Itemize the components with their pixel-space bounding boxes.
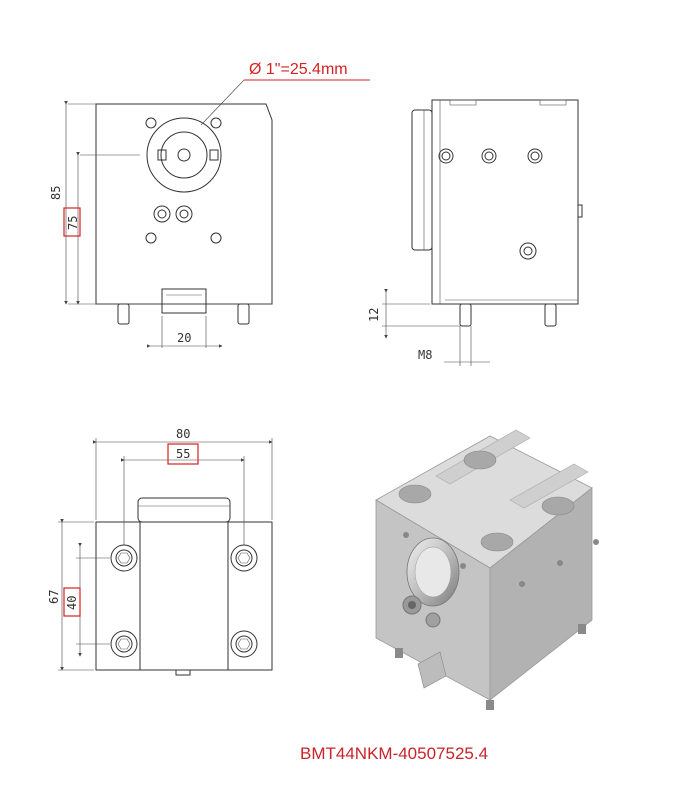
front-view: Ø 1"=25.4mm 85 75 20	[49, 61, 370, 348]
top-view: 80 55 67 40	[47, 427, 273, 676]
part-number: BMT44NKM-40507525.4	[300, 744, 489, 763]
dim-m8-label: M8	[418, 348, 432, 362]
front-coolant-port	[175, 205, 193, 223]
bore-callout-text: Ø 1"=25.4mm	[249, 61, 348, 78]
front-hole-tr	[210, 117, 222, 129]
top-screw-br	[230, 630, 258, 658]
top-screw-bl	[110, 630, 138, 658]
dim-12-label: 12	[367, 308, 381, 322]
dim-55-label: 55	[176, 447, 190, 461]
dim-40-label: 40	[65, 596, 79, 610]
top-screw-tl	[110, 544, 138, 572]
dim-85-label: 85	[49, 186, 63, 200]
front-body-outline	[95, 103, 273, 305]
dim-20-label: 20	[177, 331, 191, 345]
front-coolant-screw	[153, 205, 171, 223]
side-pin-left	[459, 303, 472, 327]
front-pin-right	[237, 303, 250, 325]
front-bore-inner	[160, 131, 208, 179]
front-key-slot	[161, 288, 207, 314]
side-hole-1	[438, 148, 454, 164]
front-hole-bl	[145, 232, 157, 244]
isometric-view	[375, 429, 599, 710]
dim-40-box	[63, 587, 81, 617]
front-hole-tl	[145, 117, 157, 129]
dim-75-box	[63, 207, 81, 237]
front-bore-center	[177, 148, 191, 162]
front-pin-left	[117, 303, 130, 325]
side-view: 12 M8	[367, 99, 583, 366]
side-hole-2	[481, 148, 497, 164]
dim-80-label: 80	[176, 427, 190, 441]
side-flange	[411, 109, 433, 251]
top-key	[137, 497, 231, 523]
dim-67-label: 67	[47, 590, 61, 604]
top-body-outline	[95, 521, 273, 671]
front-hole-br	[210, 232, 222, 244]
side-body-outline	[431, 99, 579, 305]
front-bore-outer	[146, 117, 222, 193]
side-screw	[519, 242, 537, 260]
dim-55-box	[167, 443, 199, 465]
top-screw-tr	[230, 544, 258, 572]
side-hole-3	[527, 148, 543, 164]
side-pin-right	[544, 303, 557, 327]
dim-75-label: 75	[66, 216, 80, 230]
